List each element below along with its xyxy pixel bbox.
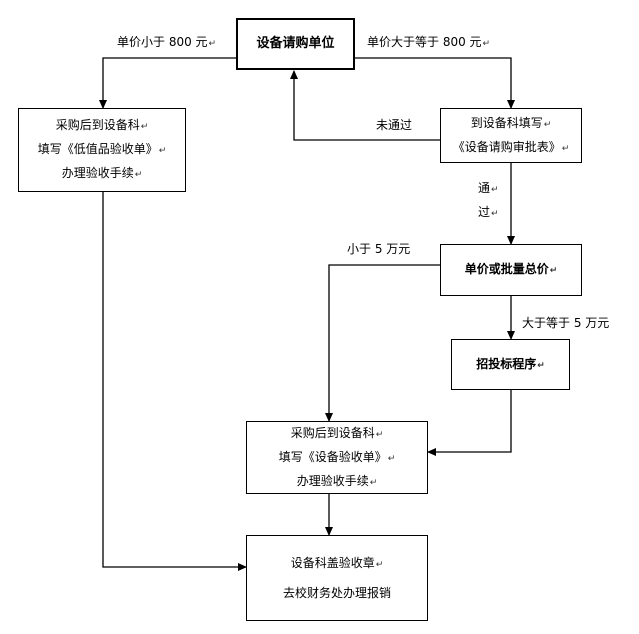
accept-box: 采购后到设备科↵ 填写《设备验收单》↵ 办理验收手续↵ xyxy=(246,421,428,494)
label-under-800: 单价小于 800 元↵ xyxy=(117,35,217,49)
arrow-low-value-to-final xyxy=(102,192,247,571)
accept-line-3: 办理验收手续↵ xyxy=(296,473,378,488)
total-price-label: 单价或批量总价↵ xyxy=(464,262,558,276)
label-over-800: 单价大于等于 800 元↵ xyxy=(367,35,491,49)
bidding-box: 招投标程序↵ xyxy=(451,339,570,390)
arrow-bidding-to-accept xyxy=(427,390,512,456)
low-value-line-1: 采购后到设备科↵ xyxy=(55,118,149,132)
apply-form-box: 到设备科填写↵ 《设备请购审批表》↵ xyxy=(440,108,582,163)
accept-line-2: 填写《设备验收单》↵ xyxy=(278,449,396,464)
arrow-under-5w xyxy=(325,264,440,422)
accept-line-1: 采购后到设备科↵ xyxy=(290,425,384,440)
low-value-line-2: 填写《低值品验收单》↵ xyxy=(37,142,167,156)
arrow-not-passed xyxy=(290,70,440,141)
total-price-box: 单价或批量总价↵ xyxy=(440,244,582,296)
final-line-2: 去校财务处办理报销 xyxy=(282,586,391,600)
label-over-5w: 大于等于 5 万元 xyxy=(522,316,610,330)
apply-form-line-2: 《设备请购审批表》↵ xyxy=(452,139,570,154)
low-value-line-3: 办理验收手续↵ xyxy=(61,166,143,180)
dept-label: 设备请购单位 xyxy=(256,36,335,51)
arrow-under-800 xyxy=(99,57,236,109)
low-value-box: 采购后到设备科↵ 填写《低值品验收单》↵ 办理验收手续↵ xyxy=(18,108,186,192)
final-box: 设备科盖验收章↵ 去校财务处办理报销 xyxy=(246,535,428,621)
bidding-label: 招投标程序↵ xyxy=(476,356,545,371)
arrow-over-800 xyxy=(355,57,515,109)
label-passed-2: 过↵ xyxy=(478,205,499,219)
final-line-1: 设备科盖验收章↵ xyxy=(290,556,384,570)
label-not-passed: 未通过 xyxy=(376,118,413,132)
label-under-5w: 小于 5 万元 xyxy=(347,242,411,256)
apply-form-line-1: 到设备科填写↵ xyxy=(470,115,552,130)
label-passed-1: 通↵ xyxy=(478,181,499,195)
dept-box: 设备请购单位 xyxy=(236,18,355,70)
